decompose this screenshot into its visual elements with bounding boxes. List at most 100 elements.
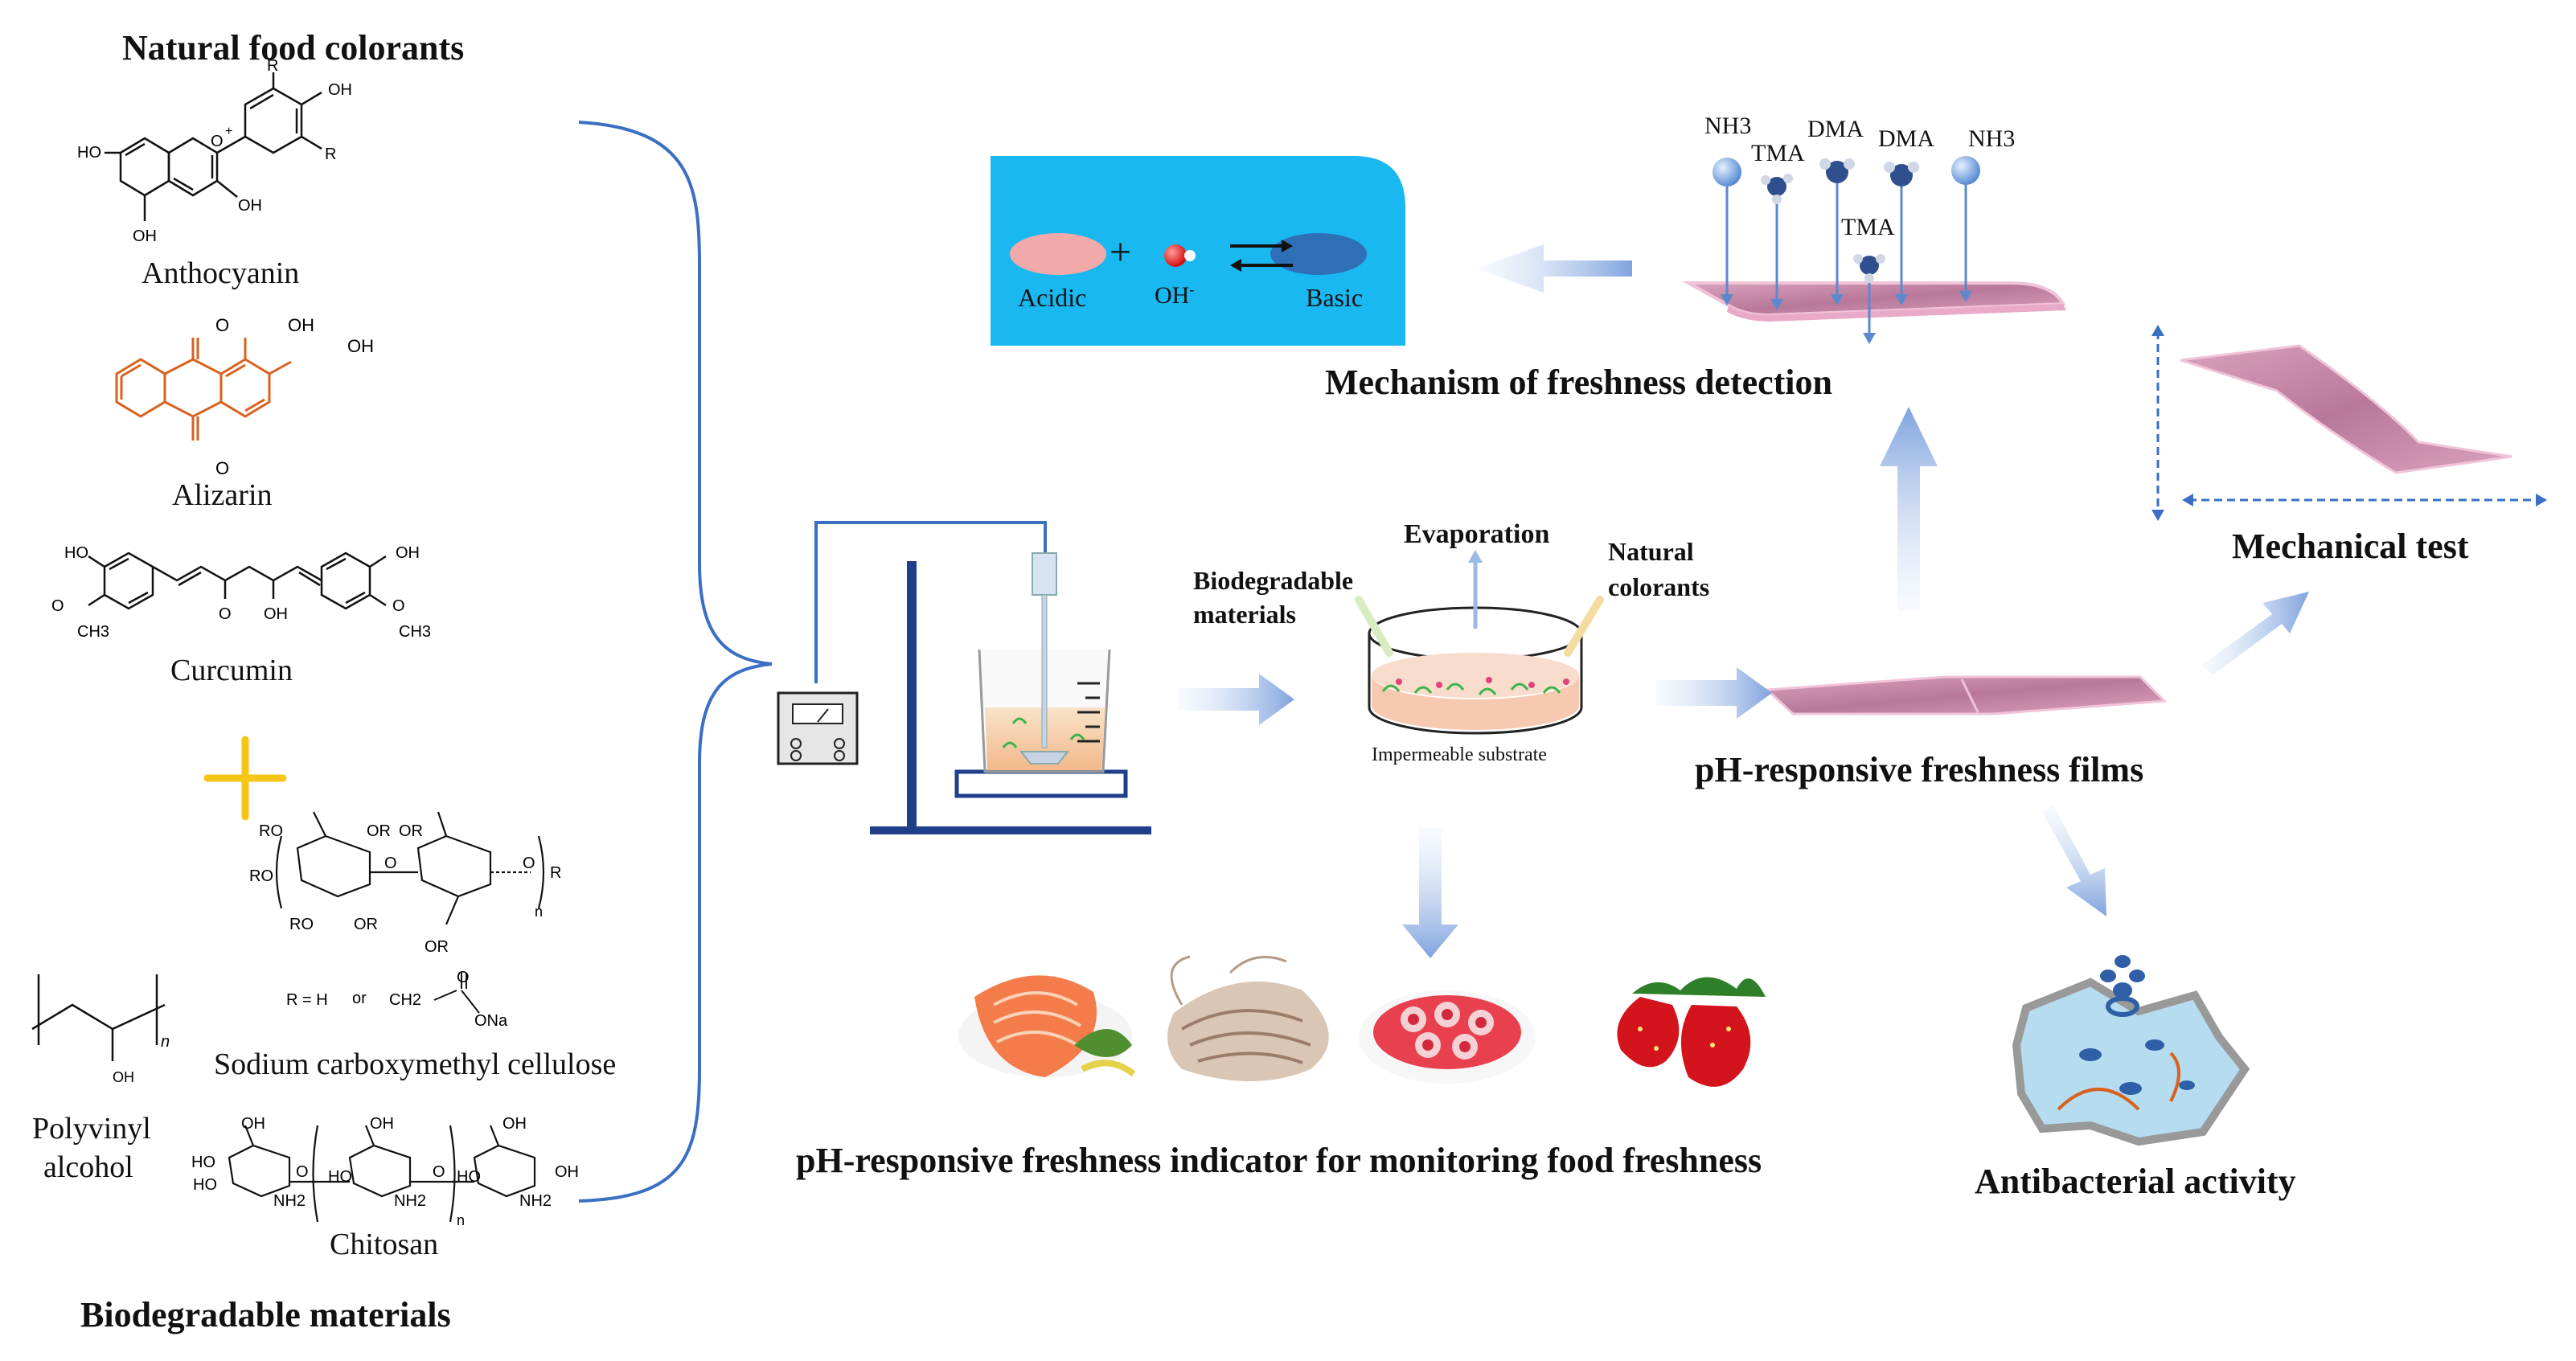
gas-label: TMA: [1751, 140, 1805, 166]
chitosan-group: OH: [370, 1115, 394, 1133]
stirring-apparatus: [777, 521, 1151, 834]
chitosan-group: HO: [191, 1154, 215, 1171]
biodegradable-label-2: materials: [1193, 600, 1296, 629]
evaporation-label: Evaporation: [1404, 519, 1550, 549]
curcumin-group: O: [51, 597, 64, 615]
colorants-title: Natural food colorants: [122, 28, 465, 68]
mechanism-panel: [991, 156, 1405, 346]
hydroxide-ball-icon: [1164, 244, 1187, 267]
arrow-to-mechanism: [1476, 244, 1632, 293]
ph-films: [1764, 675, 2168, 715]
gas-label: DMA: [1807, 116, 1864, 142]
cmc-group: n: [535, 904, 543, 920]
anthocyanin-label: Anthocyanin: [142, 256, 300, 290]
gas-label: NH3: [1968, 125, 2016, 152]
chitosan-group: OH: [502, 1115, 527, 1133]
alizarin-structure: [115, 338, 292, 441]
alizarin-label: Alizarin: [172, 478, 273, 512]
acidic-ellipse: [1010, 233, 1106, 275]
cmc-structure: [275, 811, 545, 925]
cmc-label: Sodium carboxymethyl cellulose: [214, 1047, 617, 1081]
natural-colorants-label: Natural: [1608, 537, 1694, 566]
alizarin-group: O: [215, 458, 229, 478]
indicator-title: pH-responsive freshness indicator for mo…: [796, 1141, 1762, 1180]
dma-molecule-icon: [1826, 161, 1848, 183]
alizarin-group: OH: [347, 336, 374, 356]
flow-arrows: [1179, 244, 2309, 958]
curcumin-group: CH3: [77, 623, 109, 641]
plus-sign: +: [1110, 231, 1132, 273]
pva-label-line1: Polyvinyl: [32, 1112, 151, 1146]
natural-colorants-label-2: colorants: [1608, 572, 1710, 601]
curcumin-group: O: [392, 597, 405, 615]
anthocyanin-group: +: [225, 125, 232, 138]
biodegradable-label: Biodegradable: [1193, 566, 1354, 595]
cmc-group: OR: [399, 822, 423, 840]
chitosan-group: OH: [241, 1115, 265, 1133]
arrow-to-antibacterial: [2042, 806, 2106, 916]
mechanical-title: Mechanical test: [2232, 527, 2469, 566]
cmc-group: R: [550, 864, 561, 882]
anthocyanin-group: OH: [238, 197, 262, 215]
arrow-to-films: [1656, 667, 1772, 719]
strawberry-icon: [1617, 977, 1766, 1087]
salmon-icon: [958, 975, 1136, 1077]
cmc-group: OR: [425, 938, 449, 956]
anthocyanin-group: R: [325, 146, 336, 163]
alizarin-group: OH: [288, 315, 314, 335]
pva-label-line2: alcohol: [43, 1150, 133, 1184]
cmc-group: O: [523, 855, 535, 872]
arrow-to-mechanical: [2201, 592, 2309, 675]
curcumin-structure: [88, 551, 387, 610]
gas-arrowheads: [1721, 291, 1972, 344]
cmc-group: RO: [259, 822, 283, 840]
arrow-to-dish: [1179, 674, 1294, 725]
acidic-label: Acidic: [1018, 283, 1087, 312]
chitosan-group: OH: [555, 1163, 579, 1181]
curcumin-group: HO: [64, 544, 88, 562]
chitosan-group: HO: [193, 1176, 217, 1194]
pva-group: OH: [113, 1069, 134, 1085]
tma-molecule-icon: [1860, 256, 1879, 275]
antibacterial-title: Antibacterial activity: [1975, 1162, 2296, 1201]
films-title: pH-responsive freshness films: [1695, 750, 2144, 789]
chitosan-label: Chitosan: [330, 1228, 439, 1261]
cmc-group: RO: [289, 916, 314, 933]
arrow-up-to-gas: [1880, 407, 1938, 611]
cmc-group: OR: [367, 822, 391, 840]
substrate-label: Impermeable substrate: [1372, 744, 1547, 765]
alizarin-group: O: [215, 315, 229, 335]
curcumin-group: OH: [264, 605, 288, 623]
cmc-legend: or: [352, 990, 367, 1007]
pva-structure: [31, 974, 166, 1061]
chitosan-group: O: [433, 1163, 445, 1181]
chitosan-group: n: [457, 1212, 465, 1228]
chitosan-group: NH2: [519, 1192, 552, 1210]
nh3-molecule-icon: [1951, 156, 1980, 185]
dma-molecule-icon: [1890, 164, 1913, 187]
curcumin-group: OH: [396, 544, 420, 562]
cmc-legend: O: [457, 969, 470, 986]
gas-molecules: [1713, 156, 1980, 283]
cmc-legend: R = H: [286, 991, 328, 1009]
plus-icon: [203, 736, 287, 821]
anthocyanin-group: HO: [77, 144, 101, 162]
chitosan-group: HO: [328, 1168, 352, 1186]
basic-label: Basic: [1306, 283, 1364, 312]
casting-dish: [1355, 550, 1604, 735]
cmc-legend-bond: [433, 973, 480, 1014]
cmc-group: RO: [249, 867, 273, 885]
anthocyanin-group: O: [211, 133, 224, 150]
mechanical-film: [2151, 325, 2547, 521]
anthocyanin-structure: [105, 72, 322, 221]
curcumin-group: CH3: [399, 623, 431, 641]
gas-label: NH3: [1704, 113, 1752, 139]
arrow-down-to-food: [1402, 828, 1458, 958]
chitosan-group: HO: [457, 1168, 481, 1186]
cmc-legend: CH2: [389, 991, 421, 1009]
gas-arrows: [1725, 183, 1967, 338]
gas-label: TMA: [1841, 214, 1895, 240]
hydroxide-label: OH-: [1155, 281, 1195, 309]
pva-group: n: [161, 1033, 170, 1051]
